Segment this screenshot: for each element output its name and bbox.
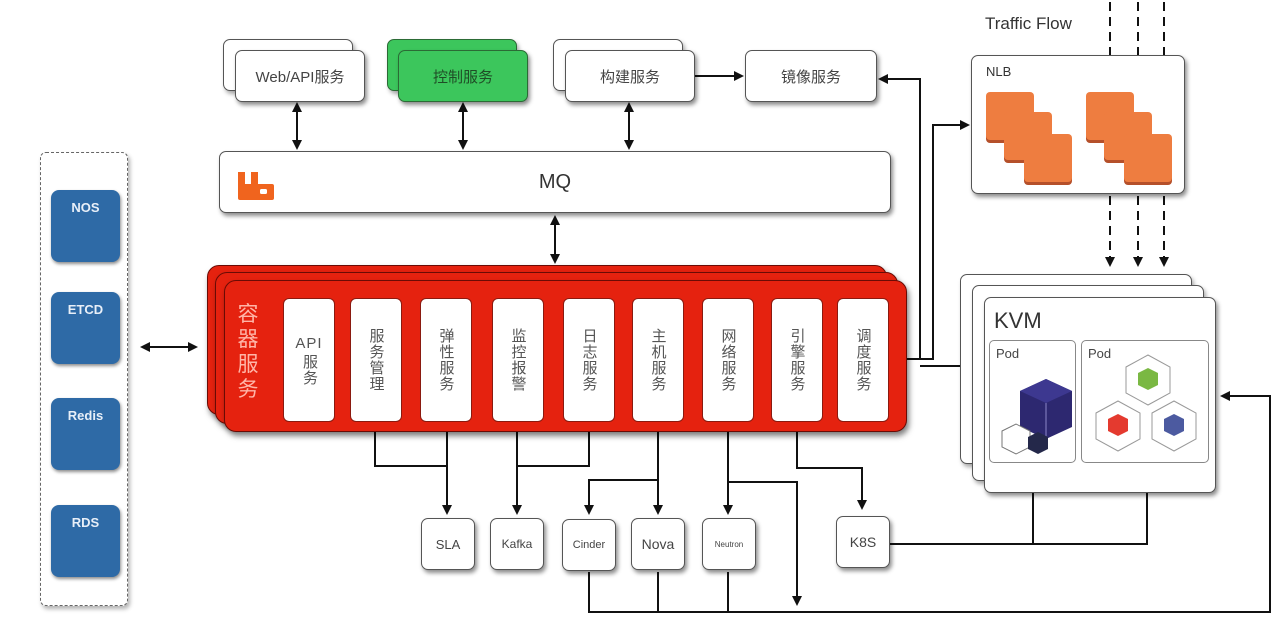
storage-nos-label: NOS xyxy=(71,200,100,215)
module-log-service[interactable]: 日志服务 xyxy=(563,298,615,422)
network-bus-arrow xyxy=(728,481,802,606)
control-service[interactable]: 控制服务 xyxy=(398,50,528,102)
module-elastic-service[interactable]: 弹性服务 xyxy=(420,298,472,422)
container-service-title: 容器服务 xyxy=(237,303,259,401)
backend-label: SLA xyxy=(435,536,461,552)
container-cubes-icon xyxy=(1095,354,1197,452)
kvm-host[interactable]: KVM Pod Pod xyxy=(984,297,1216,493)
storage-etcd[interactable]: ETCD xyxy=(51,292,120,364)
backend-cinder[interactable]: Cinder xyxy=(562,519,616,571)
control-service-label: 控制服务 xyxy=(432,68,493,86)
module-api-line2: 服务 xyxy=(301,354,318,386)
log-kafka-line xyxy=(517,422,590,467)
backend-neutron[interactable]: Neutron xyxy=(702,518,756,570)
module-label: 引擎服务 xyxy=(788,328,806,392)
module-label: 弹性服务 xyxy=(437,328,455,392)
k8s-pod2-arrow xyxy=(1033,468,1152,545)
module-label: 主机服务 xyxy=(649,328,667,392)
backend-k8s[interactable]: K8S xyxy=(836,516,890,568)
web-api-service-label: Web/API服务 xyxy=(255,68,345,86)
backend-label: Cinder xyxy=(572,539,606,551)
container-cube-icon xyxy=(1001,379,1072,455)
module-service-management[interactable]: 服务管理 xyxy=(350,298,402,422)
nlb-node-icon xyxy=(1124,134,1172,182)
module-label: 调度服务 xyxy=(854,328,872,392)
backend-label: Nova xyxy=(641,536,675,552)
pod-2[interactable]: Pod xyxy=(1081,340,1209,463)
storage-rds-label: RDS xyxy=(71,515,100,530)
pod-2-label: Pod xyxy=(1088,346,1112,361)
nlb-node-icon xyxy=(1024,134,1072,182)
module-host-service[interactable]: 主机服务 xyxy=(632,298,684,422)
backend-nova[interactable]: Nova xyxy=(631,518,685,570)
backend-kafka[interactable]: Kafka xyxy=(490,518,544,570)
backend-label: Kafka xyxy=(501,537,533,551)
backend-label: Neutron xyxy=(714,539,744,549)
module-monitor-alarm[interactable]: 监控报警 xyxy=(492,298,544,422)
image-service-label: 镜像服务 xyxy=(780,68,841,86)
module-label: 日志服务 xyxy=(580,328,598,392)
mq-bus[interactable]: MQ xyxy=(219,151,891,213)
build-service[interactable]: 构建服务 xyxy=(565,50,695,102)
storage-redis-label: Redis xyxy=(67,408,104,423)
image-service[interactable]: 镜像服务 xyxy=(745,50,877,102)
module-network-service[interactable]: 网络服务 xyxy=(702,298,754,422)
kvm-label: KVM xyxy=(994,308,1042,333)
nlb-label: NLB xyxy=(986,64,1012,79)
web-api-service[interactable]: Web/API服务 xyxy=(235,50,365,102)
traffic-flow-label: Traffic Flow xyxy=(985,14,1072,33)
bottom-bus-line xyxy=(588,391,1271,613)
svcmgmt-sla-line xyxy=(374,422,447,467)
scheduler-nlb-line xyxy=(920,120,970,360)
pod-1[interactable]: Pod xyxy=(989,340,1076,463)
module-api-service[interactable]: API 服务 xyxy=(283,298,335,422)
nlb[interactable]: NLB xyxy=(971,55,1185,194)
build-service-label: 构建服务 xyxy=(599,68,660,86)
module-label: 服务管理 xyxy=(367,328,385,392)
backend-sla[interactable]: SLA xyxy=(421,518,475,570)
mq-label: MQ xyxy=(538,170,572,193)
backend-label: K8S xyxy=(849,534,877,550)
rabbitmq-icon xyxy=(238,172,274,200)
module-engine-service[interactable]: 引擎服务 xyxy=(771,298,823,422)
pod-1-label: Pod xyxy=(996,346,1020,361)
module-label: 网络服务 xyxy=(719,328,737,392)
storage-nos[interactable]: NOS xyxy=(51,190,120,262)
host-cinder-arrow xyxy=(584,479,658,515)
module-api-line1: API xyxy=(295,335,323,352)
storage-redis[interactable]: Redis xyxy=(51,398,120,470)
storage-rds[interactable]: RDS xyxy=(51,505,120,577)
engine-k8s-arrow xyxy=(796,422,867,510)
storage-etcd-label: ETCD xyxy=(67,302,104,317)
module-label: 监控报警 xyxy=(509,328,527,392)
module-scheduler-service[interactable]: 调度服务 xyxy=(837,298,889,422)
